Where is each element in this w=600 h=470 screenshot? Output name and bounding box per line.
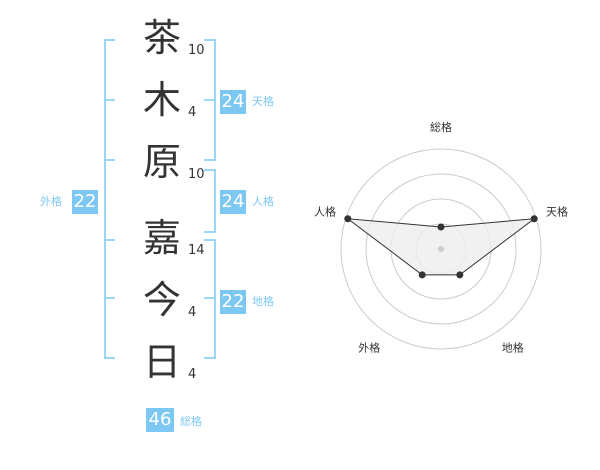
name-char-5: 今 [142, 278, 181, 322]
stroke-count-5: 4 [188, 305, 197, 320]
stroke-count-1: 10 [188, 43, 205, 58]
name-char-3: 原 [142, 140, 181, 184]
jinkaku-bracket [204, 169, 216, 233]
radar-point-4 [418, 271, 426, 279]
chikaku-value: 22 [220, 290, 246, 314]
radar-ring [365, 173, 517, 325]
soukaku-label: 総格 [180, 415, 202, 428]
radar-point-3 [456, 271, 464, 279]
name-char-4: 嘉 [142, 216, 181, 260]
radar-axis-label-4: 外格 [358, 341, 380, 355]
jinkaku-label: 人格 [252, 195, 274, 208]
stroke-count-3: 10 [188, 167, 205, 182]
radar-axis-label-1: 総格 [430, 120, 452, 134]
jinkaku-value: 24 [220, 190, 246, 214]
stroke-count-2: 4 [188, 105, 197, 120]
name-char-1: 茶 [142, 16, 181, 60]
name-char-2: 木 [142, 78, 181, 122]
gaikaku-label: 外格 [40, 195, 62, 208]
stroke-count-6: 4 [188, 367, 197, 382]
radar-point-1 [437, 223, 445, 231]
tenkaku-label: 天格 [252, 95, 274, 108]
gaikaku-bracket [104, 39, 115, 359]
soukaku-value: 46 [146, 408, 174, 432]
tenkaku-value: 24 [220, 90, 246, 114]
radar-axis-label-5: 人格 [314, 204, 336, 218]
stroke-count-4: 14 [188, 243, 205, 258]
radar-axis-label-3: 地格 [502, 341, 524, 355]
radar-axis-label-2: 天格 [546, 204, 568, 218]
name-char-6: 日 [142, 340, 181, 384]
chikaku-bracket [204, 239, 216, 359]
radar-center-dot [438, 246, 444, 252]
radar-ring [340, 148, 542, 350]
radar-point-5 [344, 215, 352, 223]
radar-point-2 [530, 215, 538, 223]
chikaku-label: 地格 [252, 295, 274, 308]
gaikaku-value: 22 [72, 190, 98, 214]
